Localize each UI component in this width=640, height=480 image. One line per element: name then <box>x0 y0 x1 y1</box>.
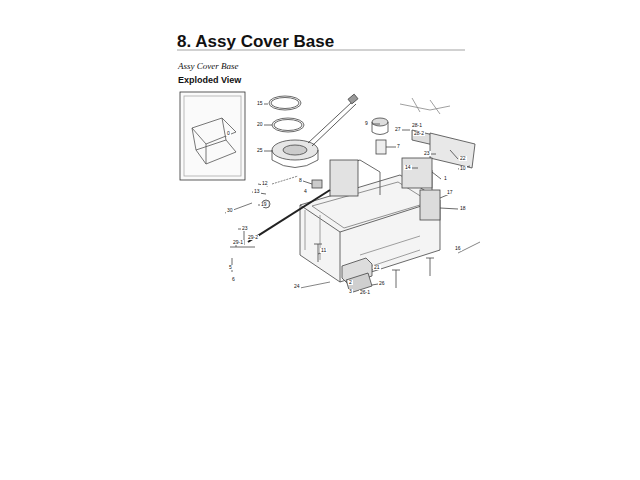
callout-number: 3 <box>348 289 353 294</box>
callout-number: 17 <box>446 190 454 195</box>
callout-number: 28-1 <box>411 123 423 128</box>
callout-number: 23 <box>241 226 249 231</box>
callout-number: 14 <box>404 165 412 170</box>
callout-number: 29-2 <box>247 235 259 240</box>
callout-number: 16 <box>454 246 462 251</box>
callout-number: 5 <box>228 265 233 270</box>
section-heading: Exploded View <box>178 76 241 85</box>
callout-number: 25 <box>256 148 264 153</box>
callout-number: 13 <box>253 189 261 194</box>
callout-number: 7 <box>396 144 401 149</box>
callout-number: 4 <box>303 189 308 194</box>
callout-number: 2 <box>348 280 353 285</box>
callout-number: 24 <box>293 284 301 289</box>
callout-number: 20 <box>256 122 264 127</box>
callout-number: 8 <box>298 178 303 183</box>
callout-number: 22 <box>459 156 467 161</box>
callout-number: 21 <box>373 265 381 270</box>
callout-number: 27 <box>394 127 402 132</box>
callout-number: 6 <box>231 277 236 282</box>
callout-number: 29-1 <box>232 240 244 245</box>
callout-number: 11 <box>320 248 327 253</box>
callout-number: 30 <box>226 208 234 213</box>
callout-number: 28-2 <box>413 131 425 136</box>
callout-number: 19 <box>260 202 268 207</box>
callout-number: 15 <box>256 101 264 106</box>
sub-heading: Assy Cover Base <box>178 62 239 71</box>
callout-number: 1 <box>443 176 448 181</box>
callout-number: 0 <box>226 131 231 136</box>
callout-number: 10 <box>459 166 467 171</box>
callout-number: 12 <box>261 181 269 186</box>
callout-number: 26-1 <box>359 290 371 295</box>
callout-number: 26 <box>378 281 386 286</box>
callout-number: 23 <box>423 151 431 156</box>
callout-number: 18 <box>459 206 467 211</box>
page-title: 8. Assy Cover Base <box>177 33 334 50</box>
callout-number: 9 <box>364 121 369 126</box>
